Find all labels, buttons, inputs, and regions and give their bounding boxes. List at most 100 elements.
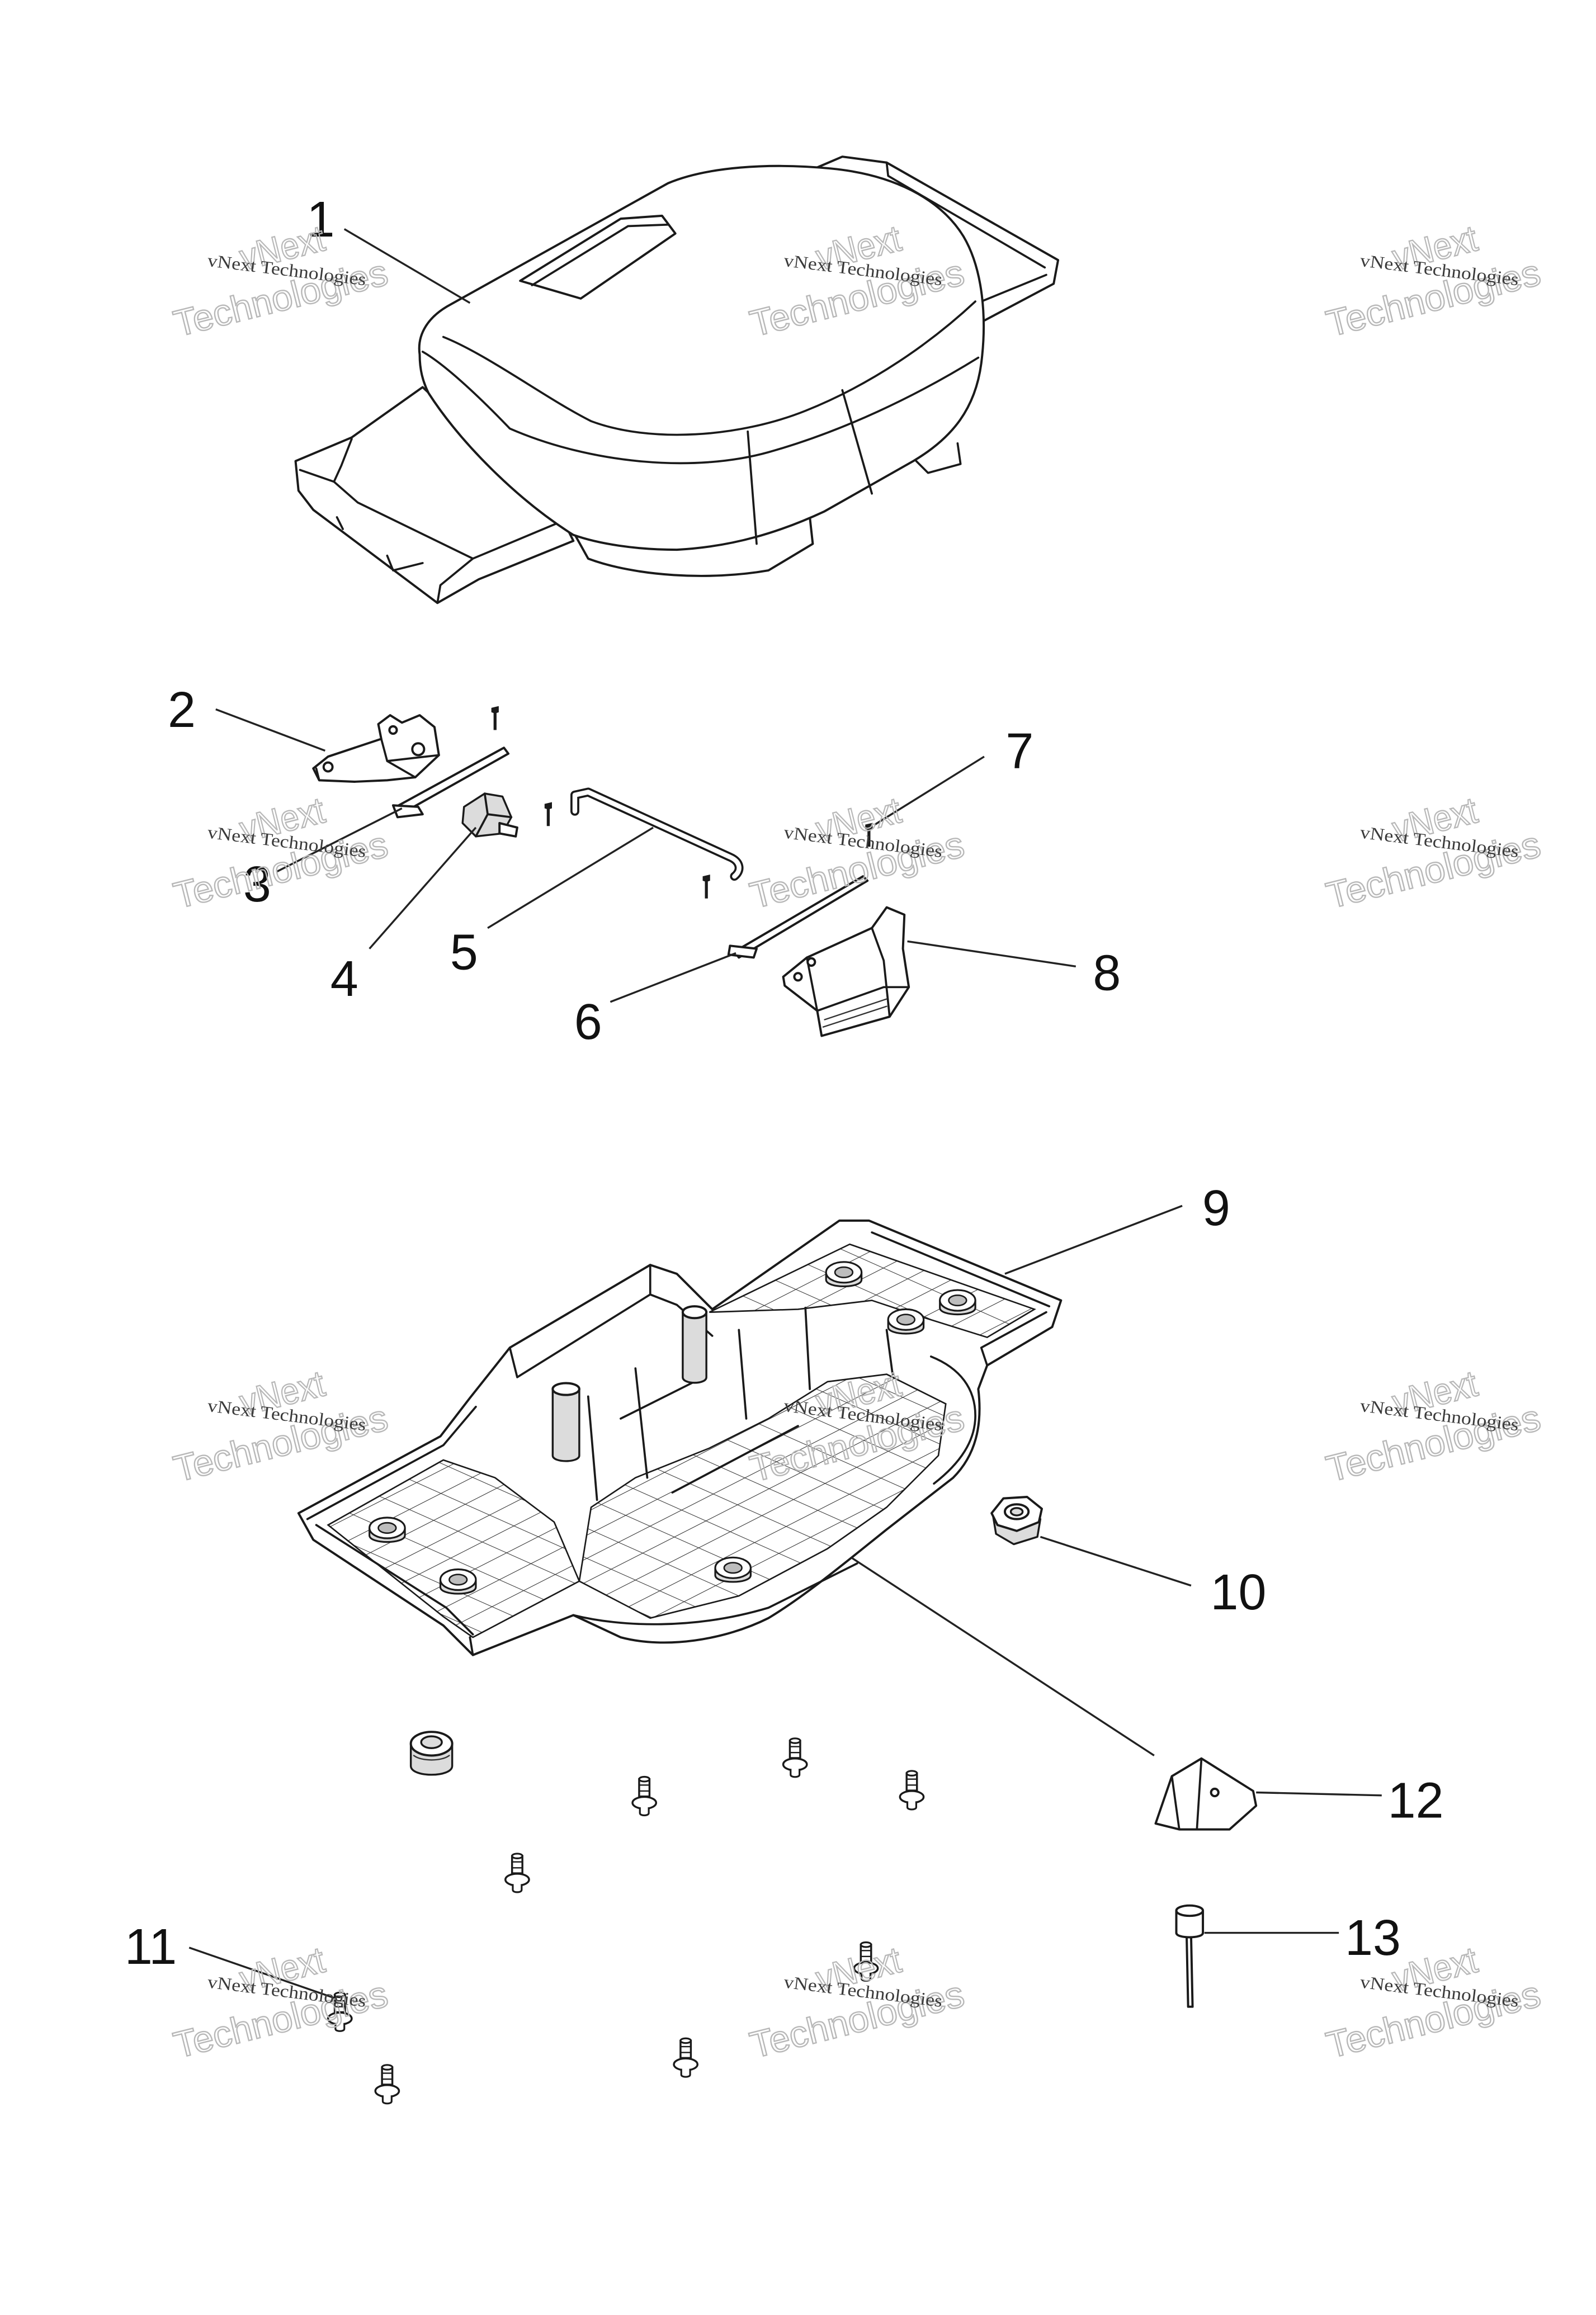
rod-flat-end	[727, 944, 758, 959]
callout-label-12: 12	[1388, 1773, 1444, 1829]
callout-label-1: 1	[306, 192, 334, 248]
bracket-plate	[312, 714, 440, 783]
watermark: vNext Technologies vNext Technologies	[1321, 788, 1545, 917]
part-4-block-drawing	[461, 792, 518, 838]
callout-leader-1	[343, 228, 471, 304]
part-11-fastener	[374, 2064, 400, 2105]
seat-side-foot	[915, 442, 962, 474]
watermark: vNext Technologies vNext Technologies	[745, 788, 969, 917]
seat-front-extension-feet	[336, 516, 424, 571]
pin-stem	[1186, 1934, 1194, 2008]
watermark: vNext Technologies vNext Technologies	[169, 1938, 393, 2067]
watermark: vNext Technologies vNext Technologies	[1321, 1362, 1545, 1490]
base-boss	[887, 1308, 925, 1335]
screw-drawing	[544, 802, 553, 826]
callout-leader-12	[1256, 1791, 1382, 1797]
base-post-top	[681, 1305, 708, 1320]
base-floor-left	[327, 1459, 580, 1638]
grommet-drawing	[409, 1731, 454, 1776]
seat-cushion-side-edge	[421, 351, 980, 465]
part-2-bracket-drawing	[312, 714, 440, 783]
bracket-hole	[793, 972, 803, 982]
screw-drawing	[491, 706, 499, 730]
callout-label-7: 7	[1005, 724, 1033, 779]
base-partitions	[587, 1306, 894, 1501]
base-boss	[939, 1289, 976, 1316]
base-bottom-skirt	[469, 1562, 858, 1656]
bracket-plate	[1154, 1757, 1258, 1831]
callout-label-13: 13	[1345, 1910, 1401, 1966]
callout-leaders	[188, 228, 1382, 1999]
seat-front-extension	[294, 386, 575, 604]
seat-cushion-seams	[747, 389, 873, 545]
part-11-fastener	[631, 1775, 658, 1817]
seat-cushion-top-edge	[442, 300, 976, 436]
base-rim	[306, 1231, 1051, 1636]
callout-label-4: 4	[330, 951, 358, 1007]
callout-leader-11	[188, 1947, 334, 1999]
grommet-hole	[420, 1735, 443, 1749]
callout-leader-3	[276, 807, 403, 873]
callout-label-5: 5	[450, 925, 478, 981]
callout-leader-8	[907, 940, 1076, 968]
bracket-hole	[411, 742, 426, 757]
watermark: vNext Technologies vNext Technologies	[1321, 216, 1545, 345]
bracket-bends	[1170, 1757, 1203, 1831]
bent-rod-outline	[570, 787, 744, 881]
part-9-seat-base-drawing	[297, 1219, 1063, 1656]
base-boss	[825, 1261, 863, 1288]
bent-rod-fill	[572, 790, 742, 879]
seat-rear-extension-edge	[885, 161, 1047, 303]
part-1-seat-drawing	[294, 155, 1060, 604]
callout-leader-7	[874, 755, 985, 826]
part-3-rod-drawing	[391, 747, 510, 819]
base-boss	[714, 1556, 752, 1583]
callout-label-10: 10	[1211, 1565, 1267, 1621]
bracket-ridges	[822, 998, 887, 1028]
watermark: vNext Technologies vNext Technologies	[745, 1938, 969, 2067]
base-boss	[369, 1516, 406, 1543]
callout-label-8: 8	[1093, 946, 1121, 1001]
base-post	[682, 1311, 707, 1384]
part-11-fastener	[782, 1737, 808, 1778]
bracket-bend	[315, 738, 440, 782]
base-dome-edge	[929, 1355, 976, 1485]
callout-leader-5	[487, 826, 654, 929]
callout-labels: 1 2 3 4 5 6 7 8 9 10 11 12 13	[125, 192, 1444, 1975]
bracket-plate	[782, 906, 910, 1037]
callout-leader-6	[610, 952, 736, 1003]
part-5-bent-rod-drawing	[570, 787, 744, 881]
base-post	[551, 1388, 580, 1462]
callout-leader-12-location	[851, 1556, 1155, 1756]
callout-leader-4	[369, 826, 477, 949]
bracket-hole	[806, 957, 816, 967]
part-6-rod-drawing	[727, 875, 869, 959]
part-13-pin-drawing	[1175, 1904, 1205, 2008]
seat-top-pad-edge	[531, 223, 669, 286]
screw-drawing	[702, 874, 710, 899]
block-tab	[498, 821, 518, 838]
bracket-hole	[322, 761, 334, 773]
callout-label-6: 6	[574, 994, 602, 1050]
pin-head-top	[1175, 1904, 1205, 1917]
watermark: vNext Technologies vNext Technologies	[169, 1362, 393, 1490]
callout-label-2: 2	[168, 682, 196, 738]
callout-label-9: 9	[1202, 1180, 1230, 1236]
part-11-fastener	[899, 1770, 925, 1811]
pin-head-body	[1175, 1909, 1205, 1939]
callout-leader-10	[1040, 1536, 1192, 1587]
base-post-top	[551, 1382, 580, 1396]
bracket-hole	[1210, 1787, 1220, 1798]
part-11-fastener	[673, 2037, 699, 2078]
grommet-ridge	[413, 1755, 450, 1761]
bracket-bends	[806, 927, 910, 1018]
seat-front-extension-edge	[299, 438, 566, 604]
part-11-fastener	[504, 1853, 530, 1893]
callout-leader-9	[1004, 1204, 1183, 1275]
base-boss	[439, 1568, 477, 1595]
callout-label-3: 3	[243, 857, 271, 913]
part-8-bracket-drawing	[782, 906, 910, 1037]
callout-label-11: 11	[125, 1919, 177, 1975]
callout-leader-2	[215, 708, 325, 752]
